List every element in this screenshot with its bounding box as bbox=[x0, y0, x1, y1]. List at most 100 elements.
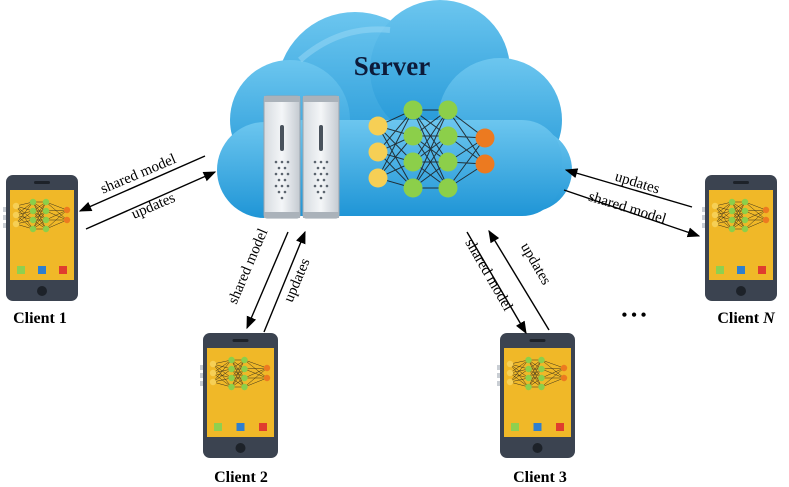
network-node bbox=[42, 207, 50, 215]
network-node bbox=[209, 360, 217, 368]
network-edge bbox=[744, 209, 767, 212]
network-node bbox=[538, 374, 545, 382]
network-node bbox=[241, 356, 248, 364]
network-node bbox=[525, 365, 532, 373]
phone-home-button bbox=[37, 286, 47, 296]
smartphone-icon bbox=[3, 175, 78, 301]
network-node bbox=[403, 178, 423, 198]
network-edge bbox=[509, 359, 529, 374]
network-node bbox=[29, 198, 37, 206]
arrow-updates-to-server-1 bbox=[85, 171, 217, 230]
network-node bbox=[263, 364, 271, 372]
phone-speaker bbox=[733, 181, 749, 184]
network-node bbox=[42, 225, 50, 233]
network-node bbox=[560, 364, 568, 372]
network-edge bbox=[541, 359, 565, 369]
arrow-pair-client-n: updates shared model bbox=[563, 168, 701, 238]
network-node bbox=[741, 198, 749, 206]
network-edge bbox=[744, 209, 767, 230]
network-node bbox=[403, 126, 423, 146]
network-node bbox=[241, 383, 248, 391]
network-node bbox=[29, 216, 37, 224]
network-edge bbox=[244, 359, 268, 379]
arrow-pair-client-3: shared model updates bbox=[461, 229, 554, 335]
smartphone-icon bbox=[702, 175, 777, 301]
network-edge bbox=[32, 201, 47, 221]
network-node bbox=[728, 225, 736, 233]
network-edge bbox=[15, 201, 34, 225]
network-edge bbox=[744, 209, 767, 221]
network-edge bbox=[244, 367, 268, 370]
network-node bbox=[711, 202, 719, 210]
network-edge bbox=[45, 201, 68, 211]
smartphone-icon bbox=[497, 333, 575, 458]
network-node bbox=[209, 369, 217, 377]
network-node bbox=[209, 378, 217, 386]
network-edge bbox=[45, 209, 68, 230]
network-edge bbox=[15, 210, 34, 225]
network-edge bbox=[45, 209, 68, 212]
network-edge bbox=[509, 368, 529, 383]
network-edge bbox=[541, 377, 565, 388]
network-edge bbox=[541, 359, 565, 379]
app-icon-green bbox=[214, 423, 222, 431]
network-node bbox=[42, 216, 50, 224]
app-icon-green bbox=[716, 266, 724, 274]
network-edge bbox=[32, 201, 47, 230]
app-icon-red bbox=[259, 423, 267, 431]
network-node bbox=[525, 383, 532, 391]
app-icon-green bbox=[511, 423, 519, 431]
network-node bbox=[12, 202, 20, 210]
server-rack-icon bbox=[263, 95, 340, 219]
network-node bbox=[241, 365, 248, 373]
network-node bbox=[63, 216, 71, 224]
app-icon-red bbox=[59, 266, 67, 274]
network-edge bbox=[45, 201, 68, 221]
network-node bbox=[506, 369, 514, 377]
phone-speaker bbox=[529, 339, 546, 342]
arrow-updates-to-server-3 bbox=[488, 229, 550, 331]
network-edge bbox=[244, 368, 268, 379]
app-icon-blue bbox=[533, 423, 542, 431]
neural-network-icon bbox=[711, 198, 770, 233]
network-node bbox=[506, 360, 514, 368]
ellipsis: • • • bbox=[622, 307, 647, 324]
phone-side-button bbox=[200, 381, 203, 386]
network-edge bbox=[541, 368, 565, 379]
network-node bbox=[228, 374, 235, 382]
label-shared-model-2: shared model bbox=[225, 226, 271, 306]
network-node bbox=[403, 152, 423, 172]
network-edge bbox=[714, 210, 733, 225]
network-node bbox=[711, 220, 719, 228]
network-node bbox=[438, 126, 458, 146]
network-node bbox=[728, 198, 736, 206]
network-node bbox=[762, 206, 770, 214]
network-edge bbox=[32, 210, 47, 230]
label-shared-model-1: shared model bbox=[98, 151, 178, 197]
network-edge bbox=[744, 201, 767, 211]
network-node bbox=[63, 206, 71, 214]
network-node bbox=[538, 365, 545, 373]
network-node bbox=[29, 225, 37, 233]
arrow-shared-model-to-client-2 bbox=[246, 231, 289, 330]
phone-home-button bbox=[235, 443, 246, 453]
network-node bbox=[42, 198, 50, 206]
network-node bbox=[538, 383, 545, 391]
network-edge bbox=[541, 367, 565, 379]
network-node bbox=[368, 142, 388, 162]
network-edge bbox=[377, 109, 414, 179]
network-edge bbox=[212, 359, 232, 374]
phone-home-button bbox=[736, 286, 746, 296]
network-node bbox=[12, 211, 20, 219]
network-node bbox=[263, 374, 271, 382]
client-n-label: Client N bbox=[717, 310, 776, 327]
arrow-pair-client-2: shared model updates bbox=[225, 226, 314, 333]
network-edge bbox=[231, 368, 245, 388]
network-edge bbox=[231, 359, 245, 379]
network-node bbox=[728, 216, 736, 224]
network-edge bbox=[447, 137, 486, 189]
phone-side-button bbox=[702, 223, 705, 228]
network-edge bbox=[528, 368, 542, 388]
network-edge bbox=[244, 367, 268, 379]
arrow-shared-model-to-client-1 bbox=[78, 155, 206, 212]
